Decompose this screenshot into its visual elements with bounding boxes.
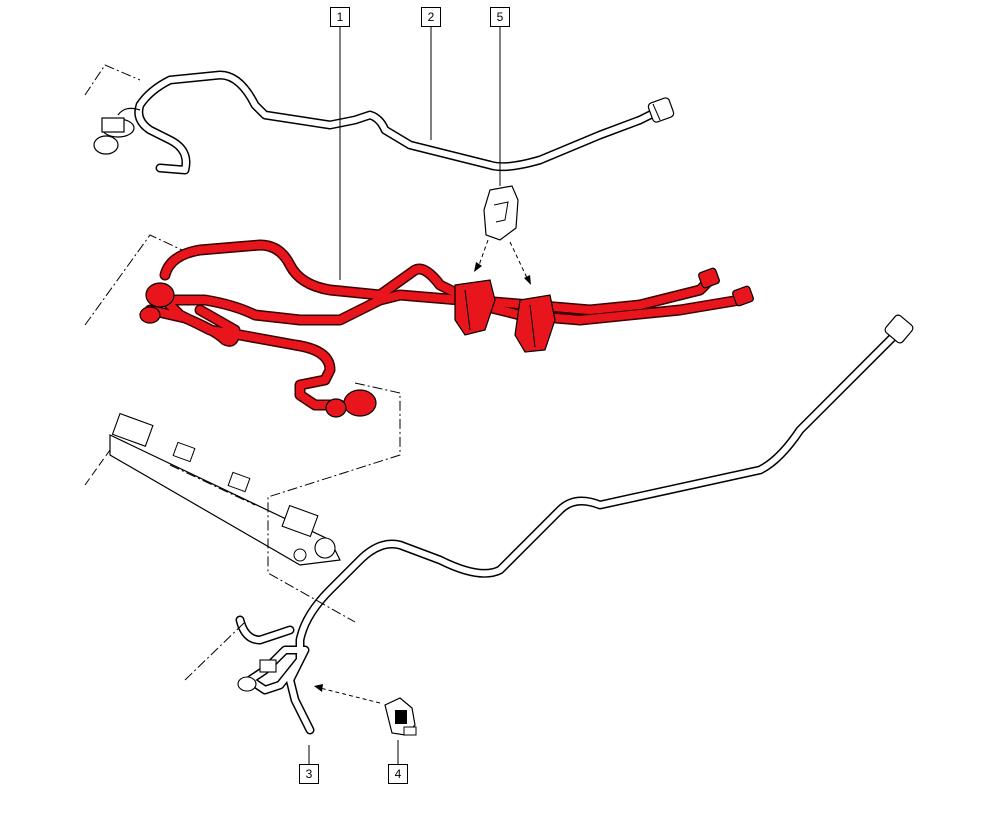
callout-1: 1 bbox=[330, 7, 350, 27]
lower-fuel-pipe bbox=[235, 314, 914, 735]
callout-3: 3 bbox=[299, 764, 319, 784]
bracket-part-4 bbox=[314, 684, 417, 736]
callout-5: 5 bbox=[490, 7, 510, 27]
callout-4: 4 bbox=[388, 764, 408, 784]
construction-lines bbox=[84, 64, 401, 681]
red-pipe-assembly bbox=[139, 239, 754, 418]
clip-part-5 bbox=[474, 185, 531, 285]
leader-lines bbox=[308, 27, 501, 764]
fuel-rail bbox=[84, 412, 341, 566]
callout-2: 2 bbox=[421, 7, 441, 27]
upper-fuel-pipe bbox=[93, 70, 675, 175]
